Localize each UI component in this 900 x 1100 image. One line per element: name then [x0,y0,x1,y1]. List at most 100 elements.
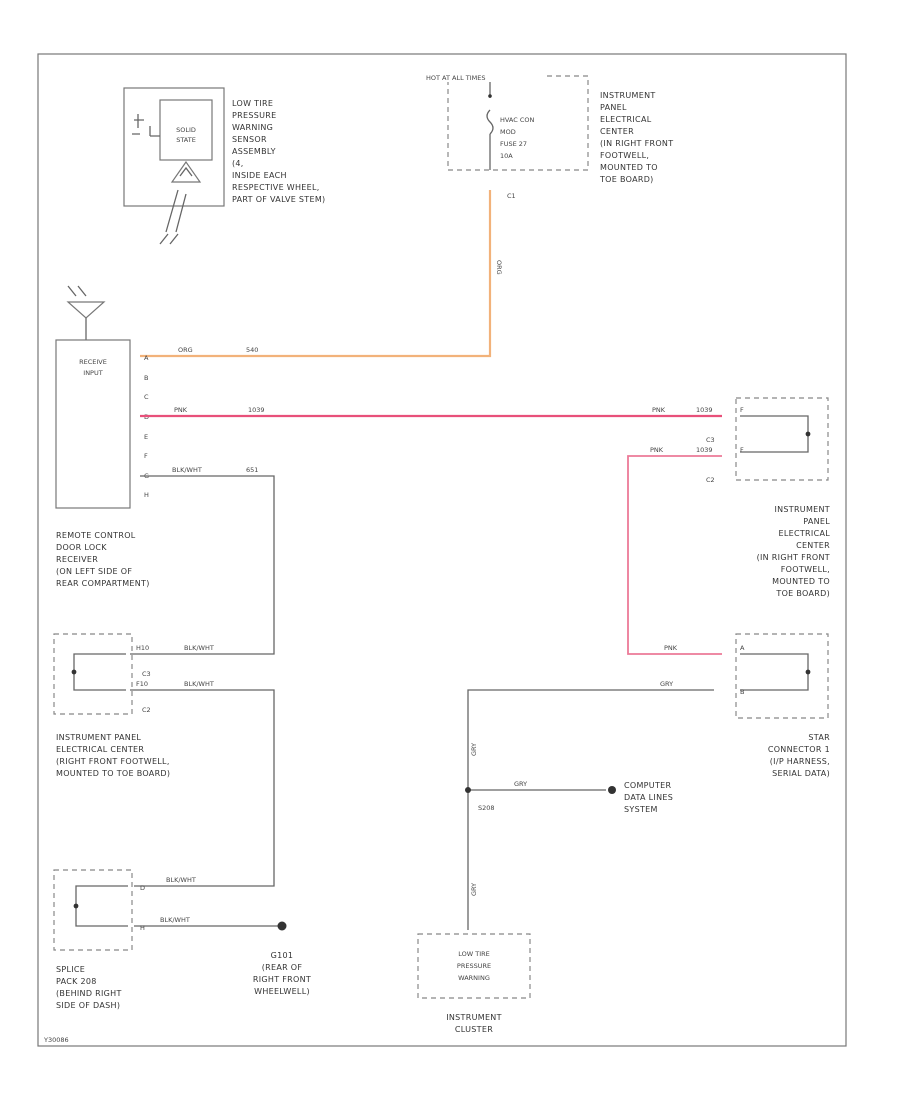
computer-data-label: COMPUTER DATA LINES SYSTEM [624,781,673,814]
sensor-inner-text-2: STATE [176,136,196,144]
splice-pack: D H [53,869,145,951]
fuse-label-8: TOE BOARD) [599,175,654,184]
bw-wire-color-1: BLK/WHT [172,466,202,474]
ipec-right: F F C3 C2 [706,397,829,484]
sensor-inner-box [159,99,213,161]
ipec-right-pin-1: F [740,406,744,414]
receiver-pin-f: F [144,452,148,460]
ipec-right-label-8: TOE BOARD) [775,589,830,598]
instrument-cluster: LOW TIRE PRESSURE WARNING INSTRUMENT CLU… [417,933,531,1034]
sensor-label-9: PART OF VALVE STEM) [232,195,325,204]
bw-wire-color-3: BLK/WHT [184,680,214,688]
fuse-block: HOT AT ALL TIMES HVAC CON MOD FUSE 27 10… [422,70,589,200]
receiver-pin-h: H [144,491,149,499]
sensor-transmit-symbol [170,160,202,183]
sensor-antenna-arrows [165,189,187,233]
sensor-label-7: INSIDE EACH [232,171,287,180]
star-label-3: (I/P HARNESS, [770,757,830,766]
receiver-label: REMOTE CONTROL DOOR LOCK RECEIVER (ON LE… [56,531,150,588]
bw-wire-color-2: BLK/WHT [184,644,214,652]
ipec-right-label-6: FOOTWELL, [781,565,830,574]
ipec-right-jumper [740,415,809,453]
splice-label: SPLICE PACK 208 (BEHIND RIGHT SIDE OF DA… [56,965,121,1010]
ipec-left-conn-1: C3 [142,670,151,678]
ground-label-4: WHEELWELL) [254,987,310,996]
orange-wire-color: ORG [178,346,193,354]
star-pin-a: A [740,644,745,652]
star-pin-b: B [740,688,744,696]
ipec-right-splice-dot [805,431,811,437]
ground-label: G101 (REAR OF RIGHT FRONT WHEELWELL) [253,951,311,996]
fuse-label-3: ELECTRICAL [600,115,652,124]
receiver-inner-1: RECEIVE [79,358,107,366]
ipec-right-label-5: (IN RIGHT FRONT [757,553,830,562]
star-label-1: STAR [808,733,830,742]
receiver-label-3: RECEIVER [56,555,98,564]
fuse-inner-4: 10A [500,152,513,160]
orange-wire-color-vertical: ORG [495,260,503,275]
fuse-inner-3: FUSE 27 [500,140,527,148]
pink-wire-2-circuit: 1039 [696,446,713,454]
computer-label-2: DATA LINES [624,793,673,802]
ipec-left-label: INSTRUMENT PANEL ELECTRICAL CENTER (RIGH… [56,733,170,778]
pink-wire-2-color: PNK [650,446,664,454]
ipec-right-conn-1: C3 [706,436,715,444]
fuse-connector-id: C1 [507,192,516,200]
ipec-right-label: INSTRUMENT PANEL ELECTRICAL CENTER (IN R… [757,505,831,598]
sensor-outer-box [123,87,225,207]
sensor-label-6: (4, [232,159,244,168]
star-label: STAR CONNECTOR 1 (I/P HARNESS, SERIAL DA… [768,733,830,778]
ipec-right-box [735,397,829,481]
pink-wire-color-left: PNK [174,406,188,414]
ground-g101-icon [277,921,287,931]
receiver-inner-2: INPUT [83,369,102,377]
star-connector-box [735,633,829,719]
fuse-header-bg [422,70,546,82]
sensor-label-5: ASSEMBLY [232,147,276,156]
orange-wire-circuit: 540 [246,346,258,354]
gray-wire-path [467,689,714,930]
fuse-inner-2: MOD [500,128,516,136]
fuse-label-2: PANEL [600,103,627,112]
bw-wire-color-4: BLK/WHT [166,876,196,884]
splice-s208-dot [465,787,471,793]
cluster-box [417,933,531,999]
ipec-right-pin-2: F [740,446,744,454]
cluster-label-1: INSTRUMENT [446,1013,502,1022]
gray-wire-color-branch: GRY [514,780,527,788]
star-label-2: CONNECTOR 1 [768,745,830,754]
ipec-left-label-3: (RIGHT FRONT FOOTWELL, [56,757,170,766]
sensor-label-1: LOW TIRE [232,99,273,108]
receiver-label-5: REAR COMPARTMENT) [56,579,150,588]
fuse-label-6: FOOTWELL, [600,151,649,160]
gray-wire-color-top: GRY [660,680,673,688]
star-connector-jumper [740,653,809,691]
blackwhite-wire-lower [130,689,275,887]
star-label-4: SERIAL DATA) [772,769,830,778]
sensor-signal-icon [159,233,179,245]
receiver-box [55,339,131,509]
pink-wire-2-path [627,455,722,655]
ipec-left-label-1: INSTRUMENT PANEL [56,733,141,742]
receiver-label-1: REMOTE CONTROL [56,531,136,540]
gray-wire-color-lower: GRY [470,883,478,896]
gray-wire: GRY GRY GRY GRY S208 [465,680,714,930]
ground-label-2: (REAR OF [262,963,303,972]
ipec-right-label-3: ELECTRICAL [779,529,831,538]
star-connector: A B [735,633,829,719]
ipec-left-pin-1: H10 [136,644,149,652]
ipec-left: H10 F10 C3 C2 [53,633,151,715]
splice-pack-dot [73,903,79,909]
antenna-signal-icon [67,285,87,297]
ipec-left-conn-2: C2 [142,706,151,714]
receiver-antenna [66,285,106,340]
splice-pack-jumper [75,885,128,927]
splice-pack-box [53,869,133,951]
fuse-icon [486,109,494,135]
receiver-pin-a: A [144,354,149,362]
pink-wire-2: PNK 1039 PNK [627,446,722,655]
receiver-pin-c: C [144,393,149,401]
pink-wire: PNK 1039 PNK 1039 [140,406,722,418]
fuse-inner-1: HVAC CON [500,116,535,124]
